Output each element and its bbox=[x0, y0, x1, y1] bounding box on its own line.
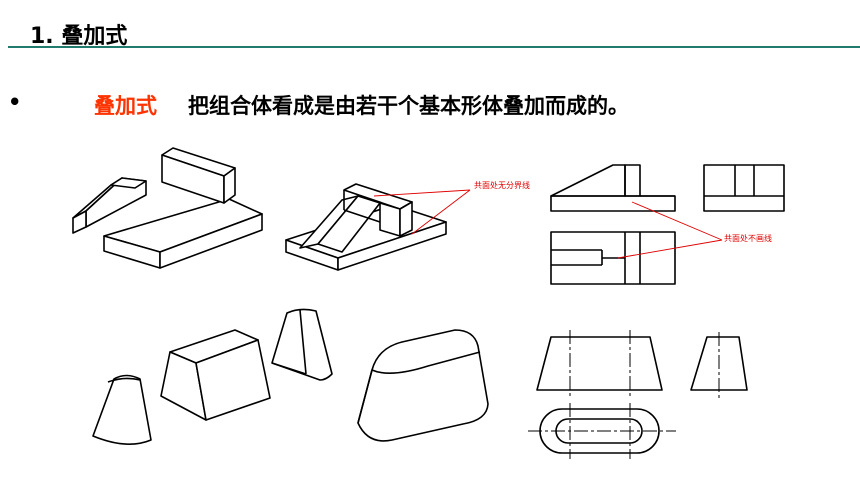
three-view-projection bbox=[550, 164, 785, 285]
obround-frustum-drawing bbox=[357, 329, 489, 442]
assembled-combination-drawing bbox=[285, 183, 447, 271]
title-bar: 1. 叠加式 bbox=[0, 0, 860, 49]
annotation-coplanar-no-line: 共面处不画线 bbox=[724, 233, 772, 243]
bullet-icon: • bbox=[8, 90, 22, 114]
definition-text: 把组合体看成是由若干个基本形体叠加而成的。 bbox=[188, 94, 629, 118]
term-highlight: 叠加式 bbox=[94, 94, 157, 118]
frustum-parts-drawing bbox=[92, 308, 333, 445]
annotation-coplanar-no-boundary: 共面处无分界线 bbox=[474, 180, 530, 190]
annotation-leaders bbox=[373, 189, 723, 259]
slide-title: 1. 叠加式 bbox=[30, 24, 128, 49]
obround-projection-views bbox=[528, 330, 748, 459]
title-divider bbox=[8, 46, 860, 48]
exploded-parts-drawing bbox=[72, 147, 263, 269]
